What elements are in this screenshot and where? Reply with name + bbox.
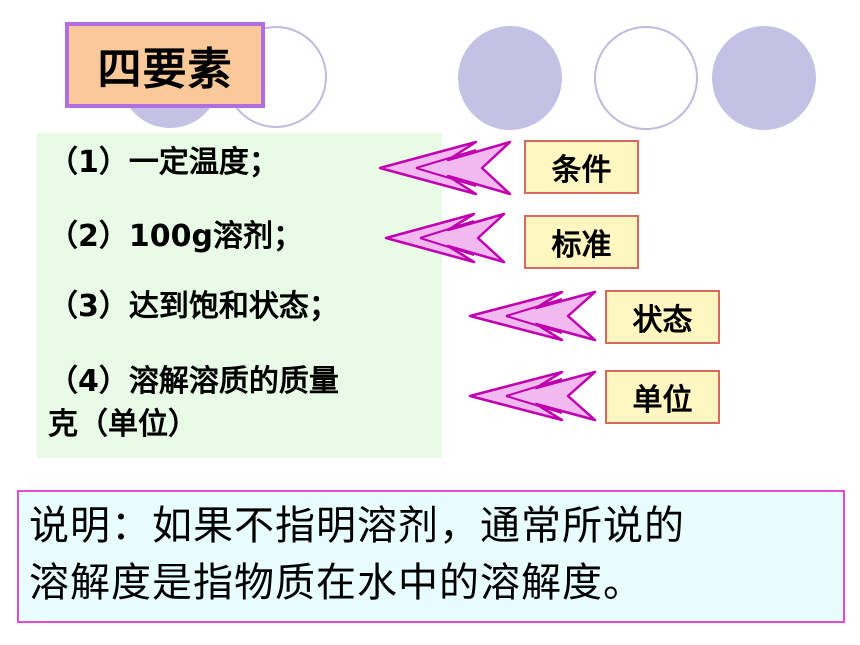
note-box: 说明：如果不指明溶剂，通常所说的 溶解度是指物质在水中的溶解度。 [17,490,845,623]
element-item-3: （3）达到饱和状态； [48,289,339,324]
label-standard: 标准 [524,215,639,269]
decorative-circle [712,26,816,130]
element-item-4-line2: 克（单位） [48,407,198,442]
label-condition: 条件 [524,140,639,194]
note-line-2: 溶解度是指物质在水中的溶解度。 [29,559,644,606]
element-item-2: （2）100g溶剂； [48,219,303,254]
chevron-arrow-left-icon [468,370,597,422]
decorative-circle [594,26,698,130]
decorative-circle [458,26,562,130]
label-unit: 单位 [605,370,720,424]
chevron-arrow-left-icon [378,140,512,196]
chevron-arrow-left-icon [468,290,597,342]
label-state: 状态 [605,290,720,344]
slide-title: 四要素 [65,22,265,108]
chevron-arrow-left-icon [384,212,506,264]
element-item-1: （1）一定温度； [48,145,279,180]
note-line-1: 说明：如果不指明溶剂，通常所说的 [29,503,685,549]
element-item-4-line1: （4）溶解溶质的质量 [48,364,339,399]
elements-panel [37,133,442,458]
